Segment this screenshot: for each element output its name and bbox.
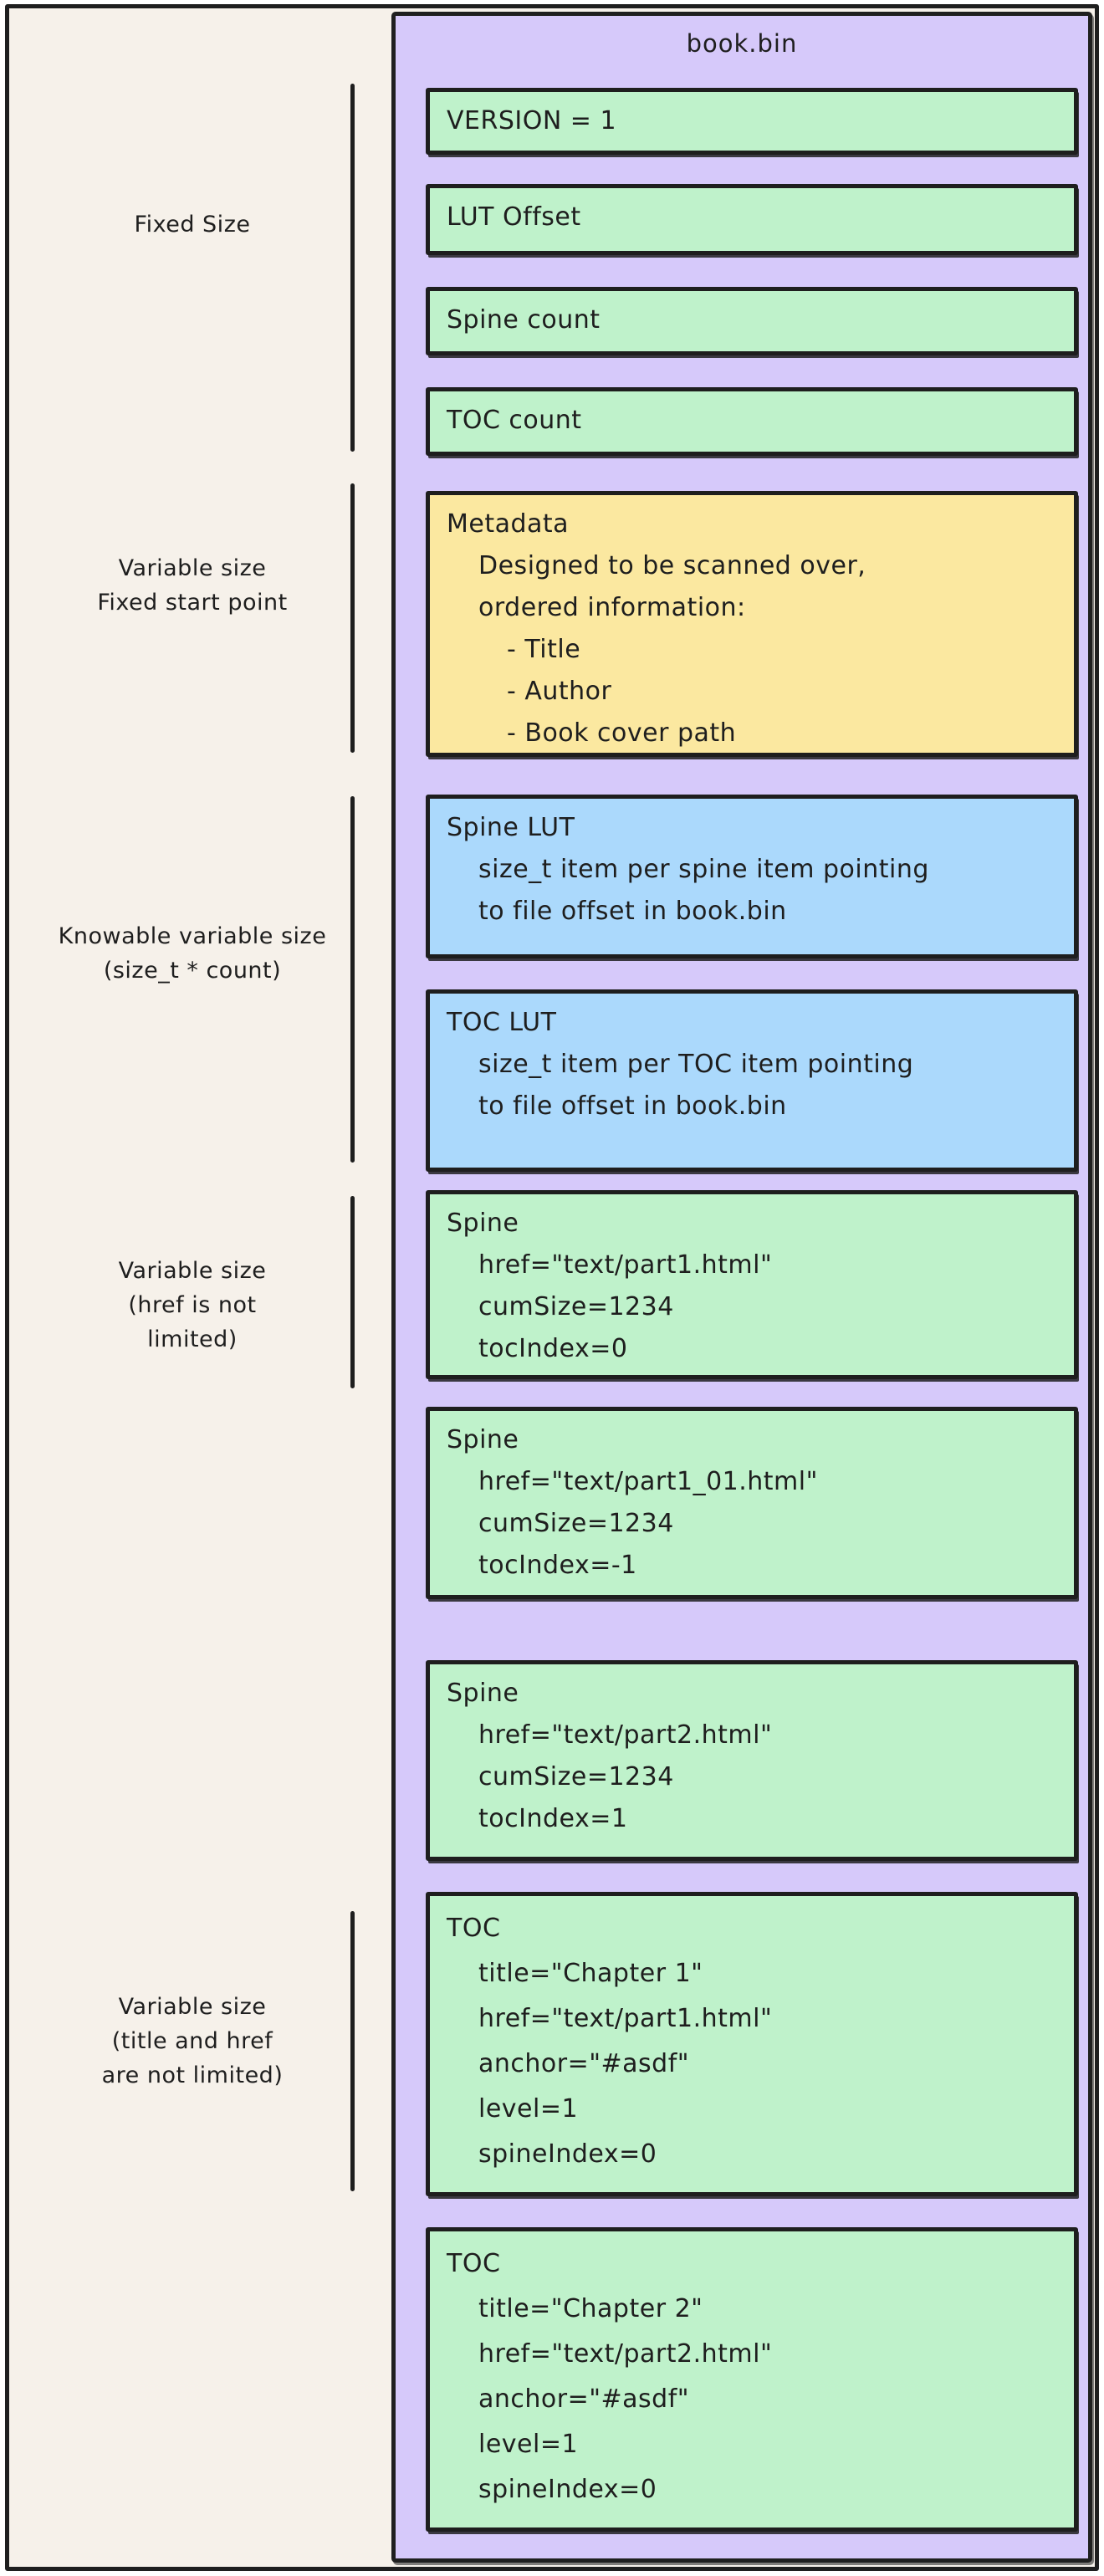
text-line: are not limited) bbox=[101, 2062, 284, 2088]
text-line: Designed to be scanned over, bbox=[478, 551, 866, 580]
field-box-spine-count: Spine count bbox=[426, 287, 1078, 355]
book-bin-panel: book.bin VERSION = 1 LUT Offset Spine co… bbox=[391, 12, 1092, 2563]
text-line: TOC bbox=[447, 1914, 501, 1943]
text-line: href="text/part1.html" bbox=[478, 2004, 773, 2033]
field-box-lut-offset: LUT Offset bbox=[426, 184, 1078, 255]
text-line: Variable size bbox=[118, 1994, 267, 2020]
text-line: spineIndex=0 bbox=[478, 2475, 657, 2504]
record-box-spine-1: Spine href="text/part1.html" cumSize=1234 t… bbox=[426, 1190, 1078, 1379]
text-line: Spine count bbox=[447, 305, 601, 335]
text-line: Fixed Size bbox=[134, 212, 251, 238]
text-line: Knowable variable size bbox=[58, 923, 327, 949]
bracket-line-knowable-variable-size bbox=[350, 796, 355, 1163]
text-line: level=1 bbox=[478, 2430, 579, 2459]
field-box-toc-count: TOC count bbox=[426, 387, 1078, 456]
text-line: href="text/part1_01.html" bbox=[478, 1467, 818, 1496]
text-line: ordered information: bbox=[478, 593, 746, 622]
text-line: href="text/part2.html" bbox=[478, 1720, 773, 1750]
side-label-knowable-variable-size: Knowable variable size (size_t * count) bbox=[33, 919, 351, 988]
bracket-line-variable-size-title-href bbox=[350, 1911, 355, 2191]
text-line: - Author bbox=[507, 677, 612, 706]
text-line: anchor="#asdf" bbox=[478, 2049, 690, 2078]
field-box-spine-lut: Spine LUT size_t item per spine item poin… bbox=[426, 795, 1078, 958]
text-line: - Title bbox=[507, 635, 581, 664]
text-line: (href is not bbox=[128, 1292, 257, 1318]
text-line: Variable size bbox=[118, 1258, 267, 1284]
text-line: to file offset in book.bin bbox=[478, 897, 787, 926]
file-title: book.bin bbox=[686, 29, 798, 58]
bracket-line-variable-size-fixed-start bbox=[350, 483, 355, 753]
text-line: cumSize=1234 bbox=[478, 1509, 674, 1538]
text-line: (title and href bbox=[111, 2028, 273, 2054]
field-box-version: VERSION = 1 bbox=[426, 88, 1078, 155]
text-line: level=1 bbox=[478, 2094, 579, 2124]
text-line: title="Chapter 1" bbox=[478, 1959, 703, 1988]
text-line: Fixed start point bbox=[97, 590, 288, 616]
text-line: LUT Offset bbox=[447, 202, 581, 232]
text-line: tocIndex=1 bbox=[478, 1804, 628, 1833]
bracket-line-variable-size-href bbox=[350, 1196, 355, 1388]
text-line: limited) bbox=[147, 1326, 238, 1352]
text-line: href="text/part2.html" bbox=[478, 2339, 773, 2369]
text-line: Spine LUT bbox=[447, 813, 575, 842]
text-line: spineIndex=0 bbox=[478, 2139, 657, 2169]
text-line: Spine bbox=[447, 1425, 519, 1454]
text-line: Spine bbox=[447, 1209, 519, 1238]
text-line: title="Chapter 2" bbox=[478, 2294, 703, 2323]
text-line: Spine bbox=[447, 1679, 519, 1708]
text-line: VERSION = 1 bbox=[447, 106, 617, 135]
text-line: cumSize=1234 bbox=[478, 1762, 674, 1791]
text-line: tocIndex=0 bbox=[478, 1334, 628, 1363]
text-line: to file offset in book.bin bbox=[478, 1091, 787, 1121]
side-label-fixed-size: Fixed Size bbox=[33, 207, 351, 242]
text-line: cumSize=1234 bbox=[478, 1292, 674, 1321]
record-box-toc-1: TOC title="Chapter 1" href="text/part1.htm… bbox=[426, 1892, 1078, 2196]
text-line: Variable size bbox=[118, 555, 267, 581]
text-line: size_t item per spine item pointing bbox=[478, 855, 929, 884]
side-label-variable-size-href: Variable size (href is not limited) bbox=[33, 1254, 351, 1357]
text-line: TOC LUT bbox=[447, 1008, 557, 1037]
record-box-toc-2: TOC title="Chapter 2" href="text/part2.htm… bbox=[426, 2227, 1078, 2532]
text-line: anchor="#asdf" bbox=[478, 2384, 690, 2414]
text-line: TOC count bbox=[447, 406, 582, 435]
text-line: size_t item per TOC item pointing bbox=[478, 1050, 914, 1079]
text-line: - Book cover path bbox=[507, 718, 737, 748]
bracket-line-fixed-size bbox=[350, 84, 355, 452]
side-label-variable-size-title-href: Variable size (title and href are not limi… bbox=[33, 1990, 351, 2093]
text-line: tocIndex=-1 bbox=[478, 1551, 637, 1580]
text-line: TOC bbox=[447, 2249, 501, 2278]
record-box-spine-3: Spine href="text/part2.html" cumSize=1234 t… bbox=[426, 1660, 1078, 1861]
text-line: href="text/part1.html" bbox=[478, 1250, 773, 1280]
field-box-toc-lut: TOC LUT size_t item per TOC item pointing… bbox=[426, 989, 1078, 1172]
text-line: (size_t * count) bbox=[103, 958, 282, 984]
record-box-spine-2: Spine href="text/part1_01.html" cumSize=12… bbox=[426, 1407, 1078, 1599]
text-line: Metadata bbox=[447, 509, 570, 539]
